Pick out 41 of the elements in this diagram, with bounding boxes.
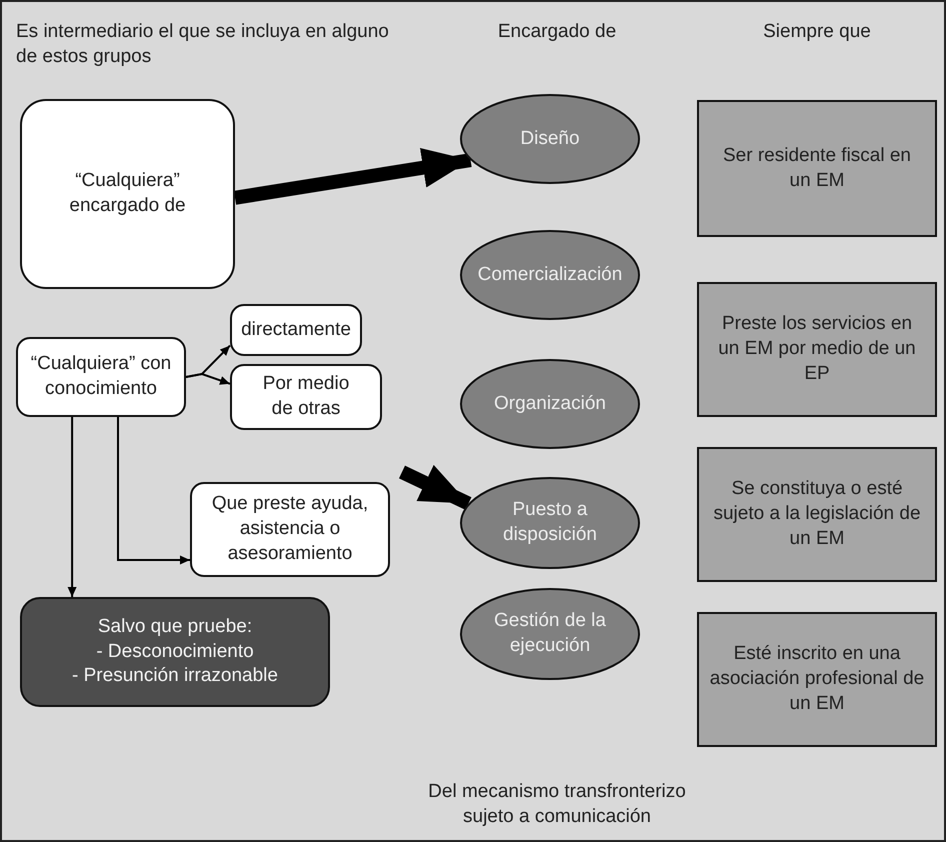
node-text: Preste los servicios en un EM por medio de un EP <box>717 312 917 386</box>
rounded-box <box>230 364 382 430</box>
node-text: Que preste ayuda, asistencia o asesoramiento <box>210 492 370 566</box>
column-heading: Encargado de <box>496 20 618 44</box>
node-text: Gestión de la ejecución <box>493 609 607 658</box>
arrow <box>234 148 472 205</box>
node-text: Diseño <box>520 126 580 151</box>
rounded-box <box>190 482 390 577</box>
node-text: “Cualquiera” encargado de <box>68 169 187 218</box>
node-text: - Presunción irrazonable <box>72 664 278 688</box>
node-text: directamente <box>241 318 351 342</box>
node-text: “Cualquiera” con conocimiento <box>30 352 172 401</box>
arrow <box>186 372 230 385</box>
node-text: Por medio de otras <box>262 372 350 421</box>
condition-box <box>697 100 937 237</box>
node-text: Ser residente fiscal en un EM <box>722 144 912 192</box>
node-text: Puesto a disposición <box>502 498 598 547</box>
node-text: Se constituya o esté sujeto a la legislación de un EM <box>712 477 922 551</box>
heading-note: Es intermediario el que se incluya en alguno de estos grupos <box>16 20 390 69</box>
arrow <box>68 417 77 597</box>
ellipse-node <box>460 94 640 184</box>
node-text: Organización <box>494 392 606 416</box>
rounded-box <box>230 304 362 356</box>
ellipse-node <box>460 477 640 569</box>
condition-box <box>697 447 937 582</box>
arrow <box>399 464 472 510</box>
ellipse-node <box>460 230 640 320</box>
column-heading: Siempre que <box>762 20 872 44</box>
node-text: Comercialización <box>478 262 622 287</box>
node-text: - Desconocimiento <box>96 640 254 664</box>
footer-note: Del mecanismo transfronterizo sujeto a comunicación <box>427 780 687 829</box>
rounded-box <box>20 99 235 289</box>
rounded-box <box>16 337 186 417</box>
condition-box <box>697 612 937 747</box>
exception-box <box>20 597 330 707</box>
ellipse-node <box>460 588 640 680</box>
node-text: Esté inscrito en una asociación profesional de un EM <box>708 642 926 716</box>
node-text: Salvo que pruebe: <box>98 614 252 639</box>
arrow <box>117 417 190 564</box>
condition-box <box>697 282 937 417</box>
ellipse-node <box>460 359 640 449</box>
